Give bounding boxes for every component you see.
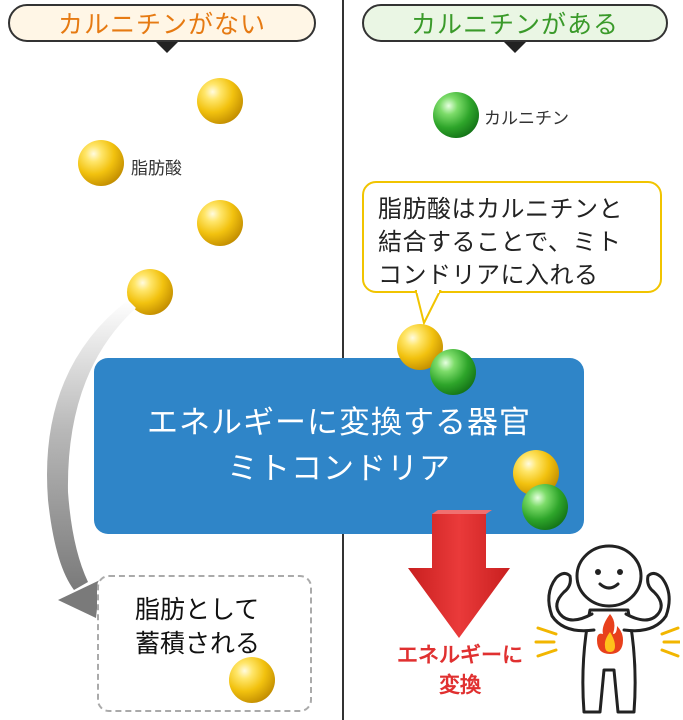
fatty-acid-ball-icon: [78, 140, 124, 186]
carnitine-ball-icon: [522, 484, 568, 530]
organ-title: エネルギーに変換する器官: [147, 405, 531, 441]
carnitine-ball-icon: [433, 92, 479, 138]
storage-line-2: 蓄積される: [135, 629, 261, 658]
carnitine-label: カルニチン: [484, 109, 569, 129]
flame-icon: [597, 614, 623, 654]
fatty-acid-ball-icon: [229, 657, 275, 703]
header-without-carnitine: カルニチンがない: [8, 4, 316, 42]
callout-line: コンドリアに入れる: [378, 261, 599, 289]
fatty-acid-ball-icon: [197, 78, 243, 124]
energy-label: エネルギーに 変換: [380, 640, 540, 700]
callout-tail-icon: [414, 289, 442, 326]
storage-line-1: 脂肪として: [135, 595, 260, 624]
callout-bubble: 脂肪酸はカルニチンと 結合することで、ミト コンドリアに入れる: [362, 181, 662, 293]
header-with-carnitine: カルニチンがある: [362, 4, 668, 42]
energy-line-2: 変換: [439, 673, 481, 697]
header-left-pointer-icon: [156, 42, 178, 53]
header-right-pointer-icon: [504, 42, 526, 53]
fat-storage-box: 脂肪として 蓄積される: [97, 575, 312, 712]
storage-text: 脂肪として 蓄積される: [135, 593, 260, 661]
fatty-acid-label: 脂肪酸: [131, 159, 182, 179]
mitochondria-box: エネルギーに変換する器官 ミトコンドリア: [94, 358, 584, 534]
carnitine-ball-icon: [430, 349, 476, 395]
down-arrow-icon: [408, 510, 510, 638]
energy-line-1: エネルギーに: [397, 643, 523, 667]
fatty-acid-ball-icon: [197, 200, 243, 246]
organ-name: ミトコンドリア: [227, 451, 451, 487]
callout-line: 結合することで、ミト: [378, 228, 622, 256]
callout-line: 脂肪酸はカルニチンと: [378, 195, 623, 223]
